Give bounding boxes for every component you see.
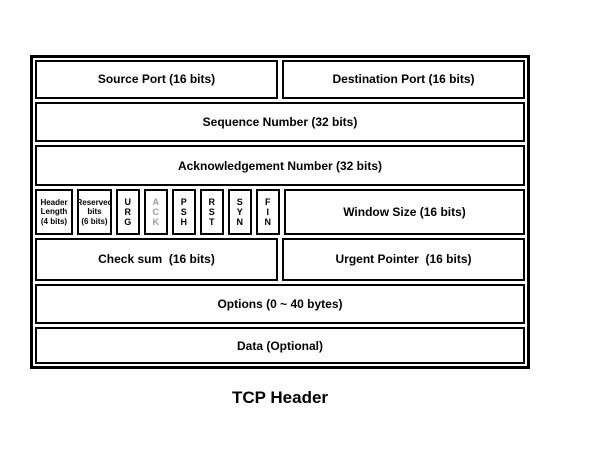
field-options-label: Options (0 ~ 40 bytes) <box>217 296 343 311</box>
field-urgent-pointer: Urgent Pointer (16 bits) <box>282 238 525 281</box>
field-header-length-label: Header Length (4 bits) <box>40 197 68 226</box>
flag-psh-label: P S H <box>180 197 188 227</box>
row-flags: Header Length (4 bits) Reserved bits (6 … <box>35 188 525 236</box>
field-window-size: Window Size (16 bits) <box>284 188 525 236</box>
flag-syn-label: S Y N <box>236 197 244 227</box>
row-checksum-urgent: Check sum (16 bits) Urgent Pointer (16 b… <box>35 238 525 281</box>
flag-rst-label: R S T <box>208 197 216 227</box>
field-sequence-number: Sequence Number (32 bits) <box>35 101 525 143</box>
flag-ack-label: A C K <box>152 197 160 227</box>
field-checksum-label: Check sum (16 bits) <box>98 252 215 267</box>
field-data: Data (Optional) <box>35 327 525 364</box>
flag-urg: U R G <box>116 188 140 236</box>
field-checksum: Check sum (16 bits) <box>35 238 278 281</box>
flag-fin: F I N <box>256 188 280 236</box>
flag-syn: S Y N <box>228 188 252 236</box>
field-options: Options (0 ~ 40 bytes) <box>35 283 525 325</box>
flag-rst: R S T <box>200 188 224 236</box>
field-acknowledgement-number-label: Acknowledgement Number (32 bits) <box>177 158 383 173</box>
field-destination-port-label: Destination Port (16 bits) <box>332 72 475 87</box>
field-header-length: Header Length (4 bits) <box>35 188 73 236</box>
diagram-caption: TCP Header <box>231 388 329 407</box>
field-urgent-pointer-label: Urgent Pointer (16 bits) <box>335 252 472 267</box>
field-acknowledgement-number: Acknowledgement Number (32 bits) <box>35 145 525 186</box>
field-sequence-number-label: Sequence Number (32 bits) <box>202 115 358 130</box>
flag-ack: A C K <box>144 188 168 236</box>
field-source-port: Source Port (16 bits) <box>35 60 278 99</box>
flag-urg-label: U R G <box>124 197 132 227</box>
field-reserved-bits: Reserved bits (6 bits) <box>77 188 112 236</box>
row-sequence-number: Sequence Number (32 bits) <box>35 101 525 143</box>
flag-psh: P S H <box>172 188 196 236</box>
field-source-port-label: Source Port (16 bits) <box>97 72 216 87</box>
field-window-size-label: Window Size (16 bits) <box>343 205 466 219</box>
flag-fin-label: F I N <box>264 197 272 227</box>
row-acknowledgement-number: Acknowledgement Number (32 bits) <box>35 145 525 186</box>
field-data-label: Data (Optional) <box>237 338 323 353</box>
row-ports: Source Port (16 bits) Destination Port (… <box>35 60 525 99</box>
field-reserved-bits-label: Reserved bits (6 bits) <box>77 197 112 226</box>
row-options: Options (0 ~ 40 bytes) <box>35 283 525 325</box>
field-destination-port: Destination Port (16 bits) <box>282 60 525 99</box>
tcp-header-table: Source Port (16 bits) Destination Port (… <box>30 55 530 369</box>
row-data: Data (Optional) <box>35 327 525 364</box>
